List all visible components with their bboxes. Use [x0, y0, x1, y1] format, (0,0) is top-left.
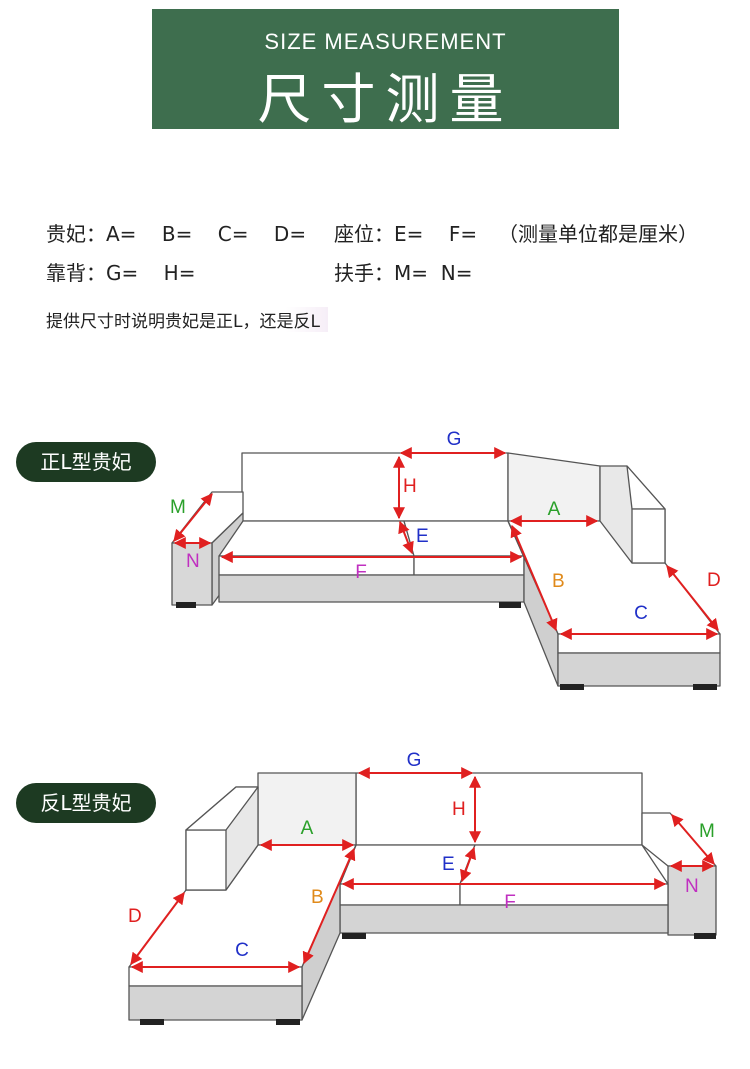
label-n: N [186, 551, 200, 572]
label-d: D [128, 906, 142, 927]
label-b: B [311, 887, 324, 908]
arm-measure-line: 扶手：M= N= [334, 261, 473, 285]
banner-title-zh: 尺寸测量 [257, 68, 514, 131]
label-c: C [634, 603, 648, 624]
label-n: N [685, 876, 699, 897]
label-a: A [548, 499, 561, 520]
label-m: M [170, 497, 186, 518]
unit-note: （测量单位都是厘米） [498, 222, 698, 246]
title-banner: SIZE MEASUREMENT 尺寸测量 [152, 9, 619, 131]
label-h: H [452, 799, 466, 820]
orientation-note: 提供尺寸时说明贵妃是正L，还是反L [46, 307, 328, 332]
label-b: B [552, 571, 565, 592]
label-d: D [707, 570, 721, 591]
left-chaise-sofa-diagram: G H E F A B C D M N [128, 750, 717, 1025]
banner-title-en: SIZE MEASUREMENT [264, 29, 507, 54]
label-g: G [407, 750, 422, 771]
label-h: H [403, 476, 417, 497]
chaise-measure-line: 贵妃：A= B= C= D= [46, 222, 307, 246]
right-chaise-pill: 正L型贵妃 [16, 442, 156, 482]
left-chaise-pill: 反L型贵妃 [16, 783, 156, 823]
label-a: A [301, 818, 314, 839]
label-g: G [447, 429, 462, 450]
label-m: M [699, 821, 715, 842]
label-c: C [235, 940, 249, 961]
right-chaise-sofa-diagram: G H E F A B C D M N [170, 429, 721, 690]
label-f: F [355, 562, 367, 583]
label-e: E [442, 854, 455, 875]
back-measure-line: 靠背：G= H= [46, 261, 196, 285]
label-f: F [504, 892, 516, 913]
label-e: E [416, 526, 429, 547]
seat-measure-line: 座位：E= F= [334, 222, 478, 246]
